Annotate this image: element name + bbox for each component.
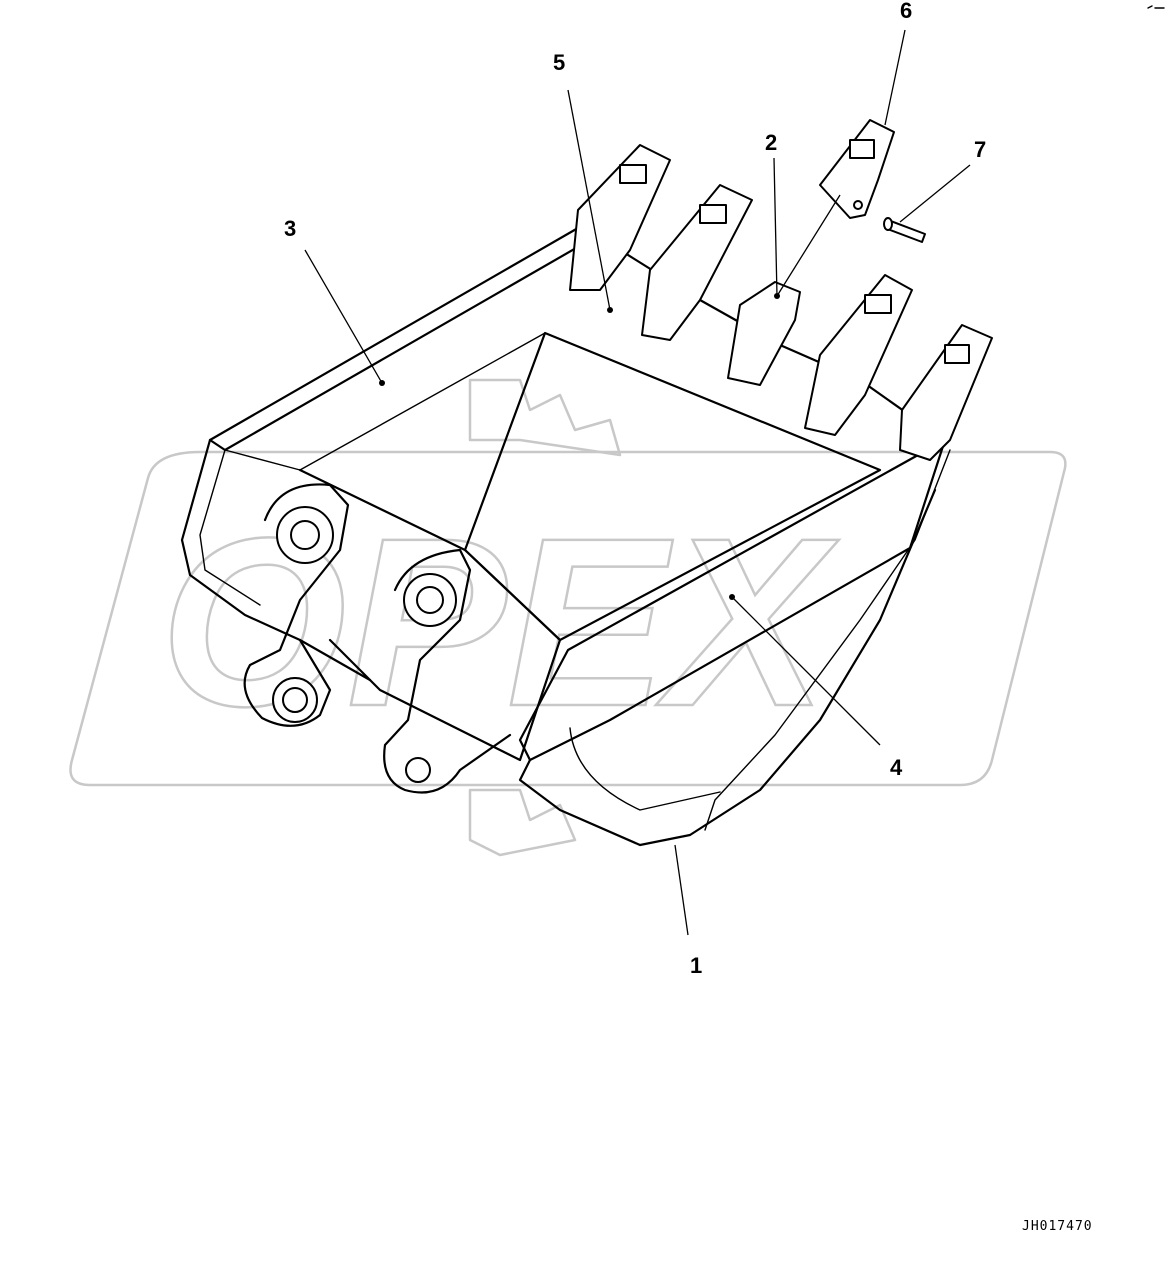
mount-bracket-left [243,483,350,727]
bucket-body [180,226,951,847]
tooth-3 [727,281,801,386]
leader-dot-5 [607,307,613,313]
leader-lines [304,29,971,936]
watermark-gear [468,378,622,857]
pin-boss-right-lower [405,757,431,783]
back-panel [298,468,562,762]
leader-6 [884,29,906,126]
leader-4 [731,596,881,746]
watermark: OPEX [69,378,1067,857]
leader-3 [304,249,383,384]
callout-5: 5 [553,50,565,75]
watermark-text: OPEX [160,488,840,756]
callout-2: 2 [765,130,777,155]
leader-5 [567,89,611,311]
tooth-2 [641,184,753,341]
callout-3: 3 [284,216,296,241]
callout-7: 7 [974,137,986,162]
leader-7 [899,164,971,223]
callout-6: 6 [900,0,912,23]
exploded-tooth-point [819,119,895,219]
exploded-pin [883,217,926,243]
leader-1 [674,844,689,936]
bucket-wrapper [180,438,372,682]
callout-4: 4 [890,755,903,780]
tooth-4 [804,274,913,436]
callout-labels: 1 2 3 4 5 6 7 [284,0,986,978]
callout-1: 1 [690,953,702,978]
leader-dot-2 [774,293,780,299]
mount-bracket-right [383,548,512,794]
drawing-id: JH017470 [1022,1219,1093,1234]
corner-mark [1147,5,1165,9]
leader-2b [776,194,841,297]
teeth-row [569,144,993,461]
bucket-shell [518,488,937,847]
leader-2 [773,157,778,297]
tooth-1 [569,144,671,291]
leader-dot-4 [729,594,735,600]
leader-dot-3 [379,380,385,386]
tooth-5 [899,324,993,461]
